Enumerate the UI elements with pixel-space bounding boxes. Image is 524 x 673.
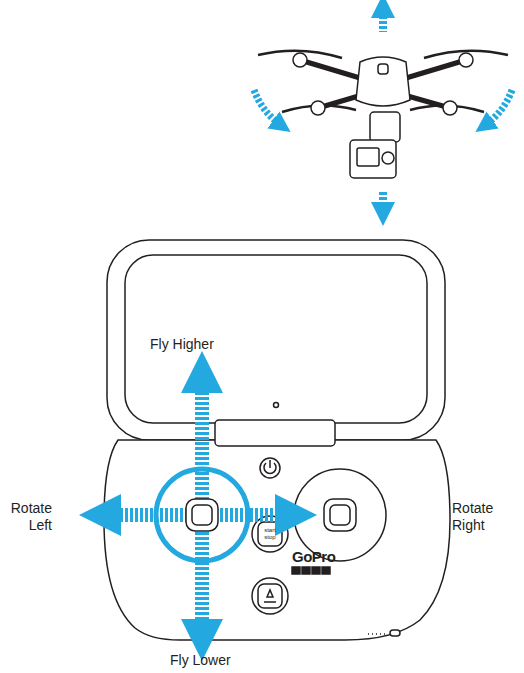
drone (254, 6, 512, 214)
button-label: start stop (262, 527, 278, 541)
controller (104, 240, 450, 640)
brand-logo: GoPro (292, 549, 335, 565)
control-label: Fly Lower (170, 652, 231, 669)
control-label: Fly Higher (150, 336, 214, 353)
control-label: Rotate Right (452, 500, 512, 534)
control-label: Rotate Left (0, 500, 52, 534)
stick-arrows (100, 372, 296, 640)
